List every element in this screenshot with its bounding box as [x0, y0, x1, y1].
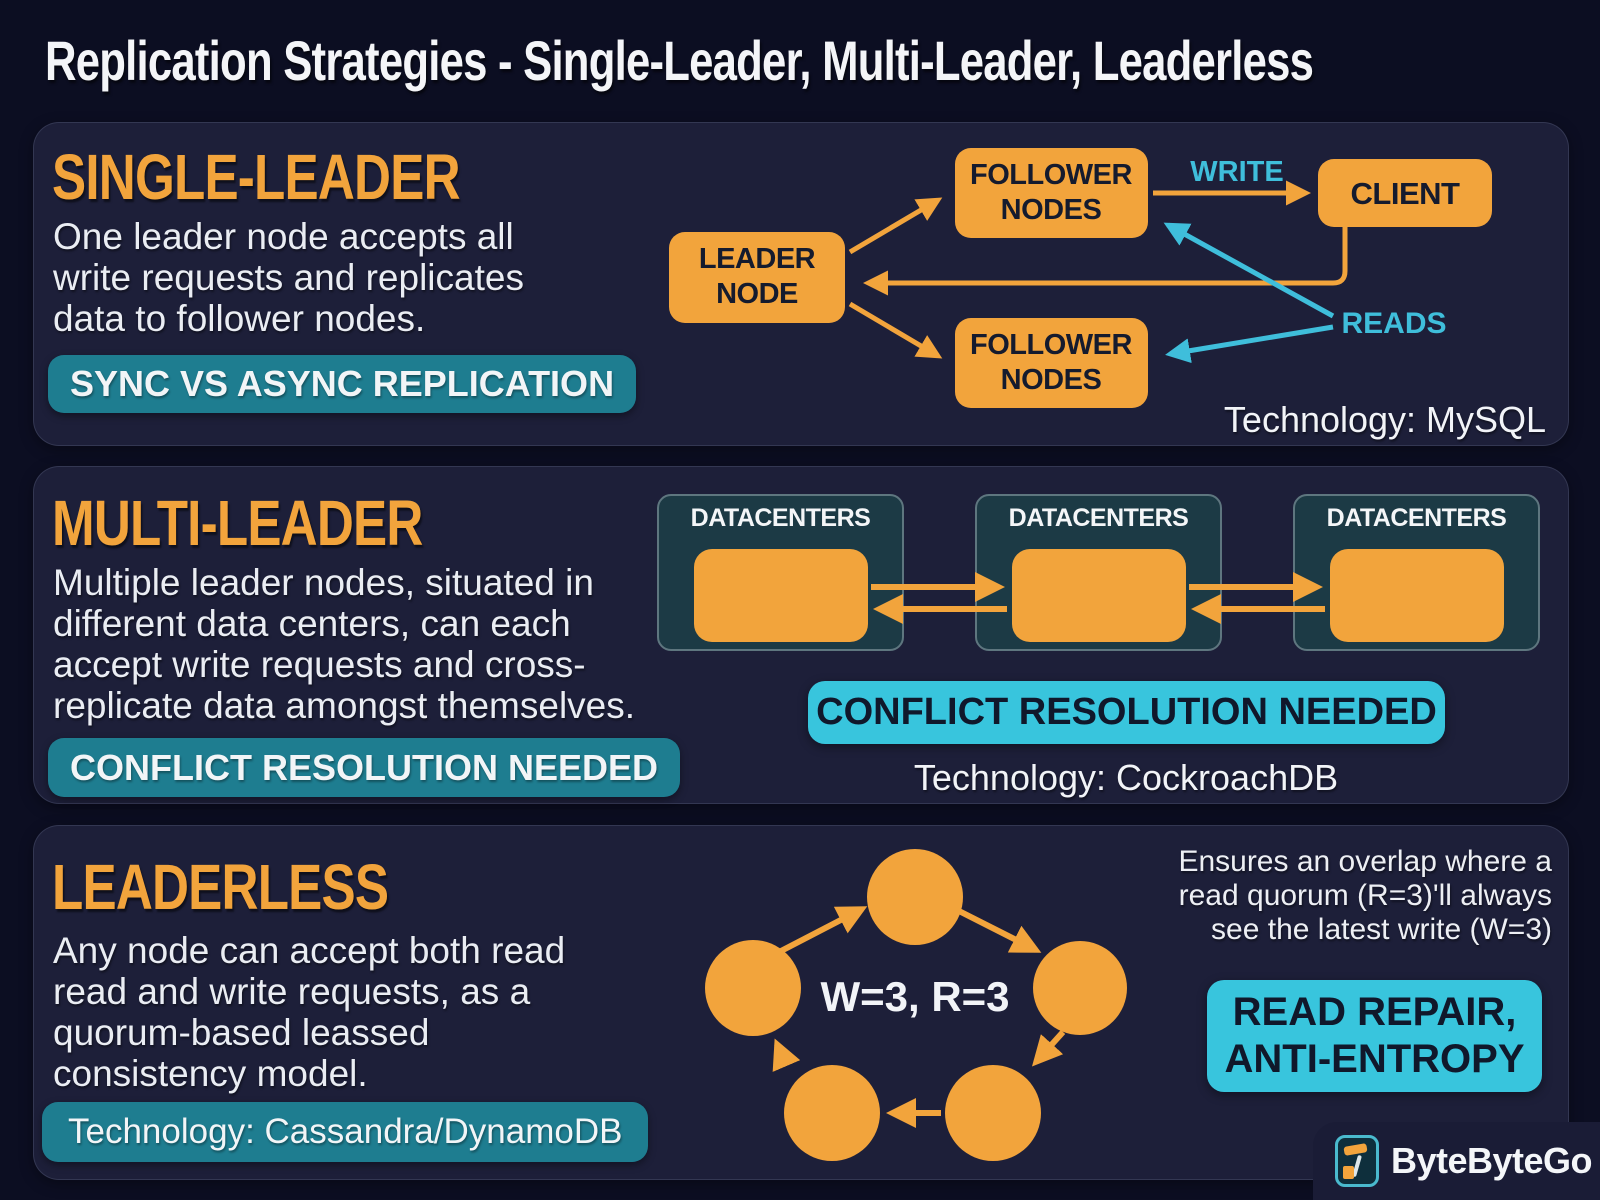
- datacenter-card: DATACENTERS: [657, 494, 904, 651]
- description-line: replicate data amongst themselves.: [53, 685, 636, 726]
- note-line: see the latest write (W=3): [1211, 913, 1552, 946]
- page-title: Replication Strategies - Single-Leader, …: [45, 29, 1314, 92]
- description-line: accept write requests and cross-: [53, 644, 586, 685]
- bytebytego-logo-icon: [1335, 1135, 1379, 1187]
- description-line: Multiple leader nodes, situated in: [53, 562, 594, 603]
- leaderless-heading: LEADERLESS: [52, 851, 389, 923]
- description-line: write requests and replicates: [53, 257, 524, 298]
- read-repair-badge: READ REPAIR, ANTI-ENTROPY: [1207, 980, 1542, 1092]
- description-line: One leader node accepts all: [53, 216, 514, 257]
- leader-node-box: [694, 549, 868, 642]
- description-line: different data centers, can each: [53, 603, 571, 644]
- datacenter-label: DATACENTERS: [1008, 504, 1189, 532]
- description-line: quorum-based leassed: [53, 1012, 430, 1053]
- description-line: data to follower nodes.: [53, 298, 426, 339]
- leader-node-box: [1012, 549, 1186, 642]
- note-line: Ensures an overlap where a: [1178, 845, 1552, 878]
- datacenter-label: DATACENTERS: [690, 504, 871, 532]
- leader-node-box: [1330, 549, 1504, 642]
- description-line: read and write requests, as a: [53, 971, 531, 1012]
- single-leader-heading: SINGLE-LEADER: [52, 141, 461, 213]
- datacenter-label: DATACENTERS: [1326, 504, 1507, 532]
- conflict-resolution-badge-center: CONFLICT RESOLUTION NEEDED: [808, 681, 1445, 744]
- multi-leader-description: Multiple leader nodes, situated in diffe…: [53, 562, 635, 726]
- logo-icon-block: [1343, 1166, 1354, 1179]
- leaderless-technology-badge: Technology: Cassandra/DynamoDB: [42, 1102, 649, 1162]
- single-leader-description: One leader node accepts all write reques…: [53, 216, 524, 339]
- multi-leader-technology: Technology: CockroachDB: [913, 757, 1339, 798]
- datacenter-card: DATACENTERS: [1293, 494, 1540, 651]
- sync-async-badge: SYNC VS ASYNC REPLICATION: [48, 355, 637, 413]
- brand-name: ByteByteGo: [1391, 1140, 1593, 1181]
- quorum-note: Ensures an overlap where a read quorum (…: [1150, 845, 1552, 947]
- logo-icon-bar: [1343, 1143, 1368, 1156]
- single-leader-technology: Technology: MySQL: [1223, 399, 1547, 440]
- leaderless-description: Any node can accept both read read and w…: [53, 930, 565, 1094]
- description-line: Any node can accept both read: [53, 930, 566, 971]
- description-line: consistency model.: [53, 1053, 368, 1094]
- bytebytego-logo: ByteByteGo: [1313, 1122, 1600, 1200]
- datacenter-card: DATACENTERS: [975, 494, 1222, 651]
- read-repair-line: READ REPAIR,: [1232, 989, 1517, 1034]
- multi-leader-heading: MULTI-LEADER: [52, 487, 423, 559]
- read-repair-line: ANTI-ENTROPY: [1224, 1037, 1525, 1081]
- conflict-resolution-badge-left: CONFLICT RESOLUTION NEEDED: [48, 738, 681, 797]
- note-line: read quorum (R=3)'ll always: [1178, 879, 1552, 912]
